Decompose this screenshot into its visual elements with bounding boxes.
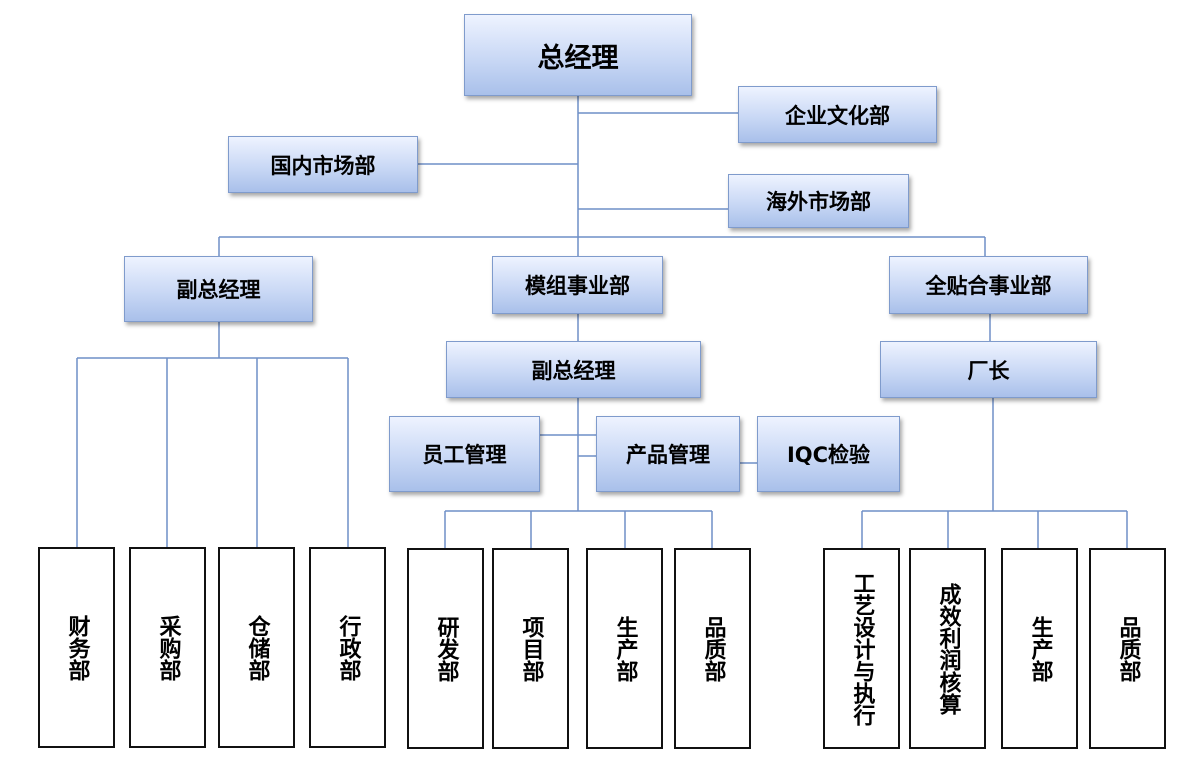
- staff-management-label: 员工管理: [422, 443, 507, 467]
- factory-director-box: 厂长: [880, 341, 1097, 398]
- general-manager-box: 总经理: [464, 14, 692, 96]
- overseas-market-box: 海外市场部: [728, 174, 909, 228]
- leaf-administration-label: 行政部: [335, 614, 361, 681]
- leaf-profit-accounting: 成效利润核算: [909, 548, 986, 749]
- factory-director-label: 厂长: [967, 358, 1010, 383]
- leaf-process-design: 工艺设计与执行: [823, 548, 900, 749]
- iqc-inspection-label: IQC检验: [786, 443, 871, 467]
- leaf-warehouse-label: 仓储部: [244, 614, 270, 681]
- leaf-finance-label: 财务部: [64, 614, 90, 681]
- leaf-production-right: 生产部: [1001, 548, 1078, 749]
- leaf-quality-middle: 品质部: [674, 548, 751, 749]
- full-lamination-division-label: 全贴合事业部: [925, 274, 1052, 298]
- leaf-project: 项目部: [492, 548, 569, 749]
- vice-gm-left-box: 副总经理: [124, 256, 313, 322]
- leaf-production-middle-label: 生产部: [612, 615, 638, 682]
- vice-gm-middle-box: 副总经理: [446, 341, 701, 398]
- leaf-project-label: 项目部: [518, 615, 544, 682]
- staff-management-box: 员工管理: [389, 416, 540, 492]
- domestic-market-box: 国内市场部: [228, 136, 418, 193]
- overseas-market-label: 海外市场部: [766, 190, 871, 214]
- leaf-rnd: 研发部: [407, 548, 484, 749]
- leaf-quality-middle-label: 品质部: [700, 615, 726, 682]
- leaf-process-design-label: 工艺设计与执行: [849, 571, 875, 726]
- leaf-warehouse: 仓储部: [218, 547, 295, 748]
- leaf-purchasing: 采购部: [129, 547, 206, 748]
- product-management-box: 产品管理: [596, 416, 740, 492]
- corporate-culture-box: 企业文化部: [738, 86, 937, 143]
- leaf-finance: 财务部: [38, 547, 115, 748]
- domestic-market-label: 国内市场部: [270, 153, 376, 178]
- leaf-quality-right-label: 品质部: [1115, 615, 1141, 682]
- product-management-label: 产品管理: [626, 443, 710, 467]
- general-manager-label: 总经理: [537, 42, 619, 74]
- corporate-culture-label: 企业文化部: [785, 103, 890, 128]
- vice-gm-left-label: 副总经理: [176, 278, 261, 302]
- leaf-purchasing-label: 采购部: [155, 614, 181, 681]
- leaf-production-middle: 生产部: [586, 548, 663, 749]
- full-lamination-division-box: 全贴合事业部: [889, 256, 1088, 314]
- vice-gm-middle-label: 副总经理: [531, 358, 616, 383]
- leaf-quality-right: 品质部: [1089, 548, 1166, 749]
- leaf-profit-accounting-label: 成效利润核算: [935, 582, 961, 715]
- module-division-box: 模组事业部: [492, 256, 663, 314]
- iqc-inspection-box: IQC检验: [757, 416, 900, 492]
- leaf-rnd-label: 研发部: [433, 615, 459, 682]
- module-division-label: 模组事业部: [525, 274, 630, 298]
- leaf-production-right-label: 生产部: [1027, 615, 1053, 682]
- leaf-administration: 行政部: [309, 547, 386, 748]
